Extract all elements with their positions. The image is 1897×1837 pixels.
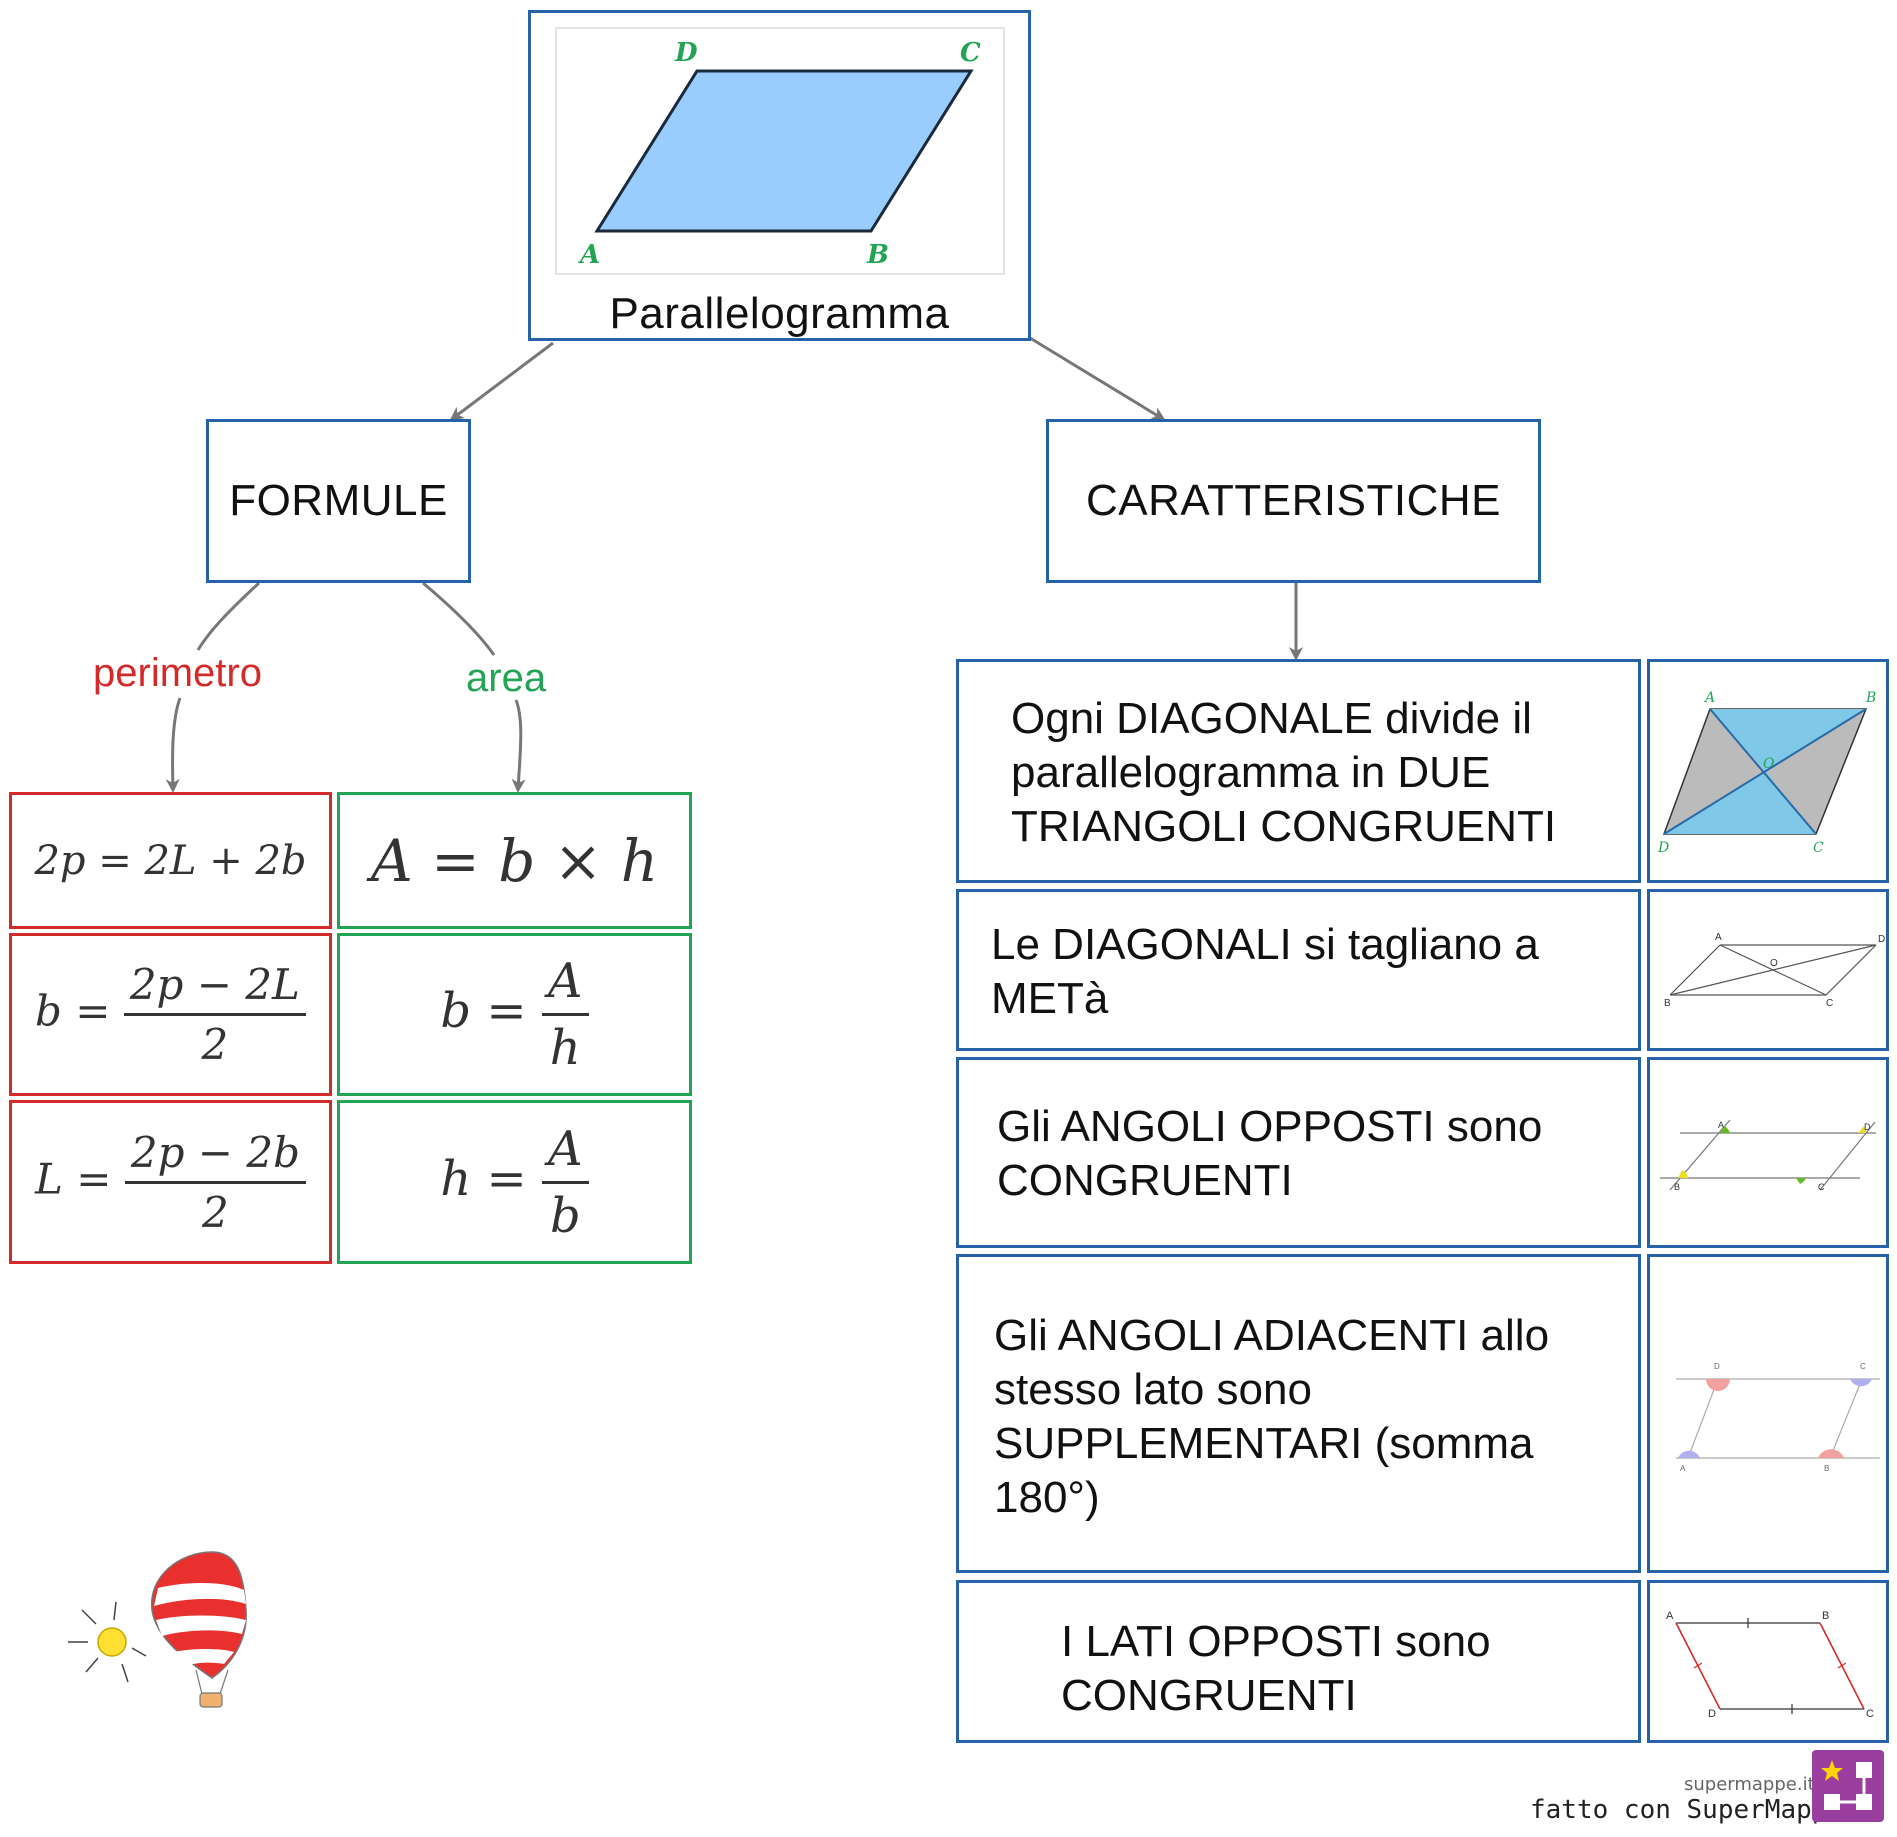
- svg-text:B: B: [1674, 1182, 1680, 1192]
- feature-figure-2: A D B C O: [1647, 889, 1889, 1051]
- svg-text:B: B: [1822, 1610, 1829, 1622]
- svg-text:O: O: [1763, 756, 1775, 772]
- svg-text:C: C: [1813, 840, 1824, 856]
- opposite-angles-figure: A D B C: [1660, 1119, 1876, 1192]
- svg-text:D: D: [1864, 1122, 1871, 1132]
- feature-item-5[interactable]: I LATI OPPOSTI sono CONGRUENTI: [956, 1580, 1641, 1743]
- feature-figure-1: A B C D O: [1647, 659, 1889, 883]
- svg-text:D: D: [1714, 1362, 1720, 1371]
- feature-4-line-1: Gli ANGOLI ADIACENTI allo: [994, 1311, 1550, 1360]
- feature-item-3[interactable]: Gli ANGOLI OPPOSTI sono CONGRUENTI: [956, 1057, 1641, 1248]
- perimetro-formula-1: 2p = 2L + 2b: [9, 792, 332, 929]
- feature-1-line-1: Ogni DIAGONALE divide il: [1011, 694, 1532, 743]
- svg-text:O: O: [1770, 958, 1778, 969]
- feature-figure-4: D C A B: [1647, 1254, 1889, 1573]
- formule-node[interactable]: FORMULE: [206, 419, 471, 583]
- svg-text:C: C: [1826, 998, 1833, 1009]
- adjacent-angles-figure: D C A B: [1676, 1362, 1880, 1473]
- svg-text:B: B: [1865, 690, 1876, 706]
- svg-text:C: C: [1818, 1182, 1825, 1192]
- supermappe-credit: fatto con SuperMappe: [1530, 1795, 1844, 1825]
- parallelogram-figure: D C A B: [555, 27, 1005, 275]
- line-formule-to-area-label: [422, 581, 496, 656]
- vertex-label-d: D: [674, 38, 698, 68]
- balloon-sun-decoration: [68, 1551, 247, 1708]
- svg-text:D: D: [1657, 840, 1669, 856]
- formula-2p: 2p = 2L + 2b: [34, 837, 307, 884]
- area-label: area: [466, 656, 547, 700]
- feature-2-line-1: Le DIAGONALI si tagliano a: [991, 920, 1539, 969]
- feature-4-line-2: stesso lato sono: [994, 1365, 1312, 1414]
- feature-1-line-3: TRIANGOLI CONGRUENTI: [1011, 802, 1557, 851]
- vertex-label-c: C: [960, 38, 981, 68]
- feature-5-line-1: I LATI OPPOSTI sono: [1061, 1617, 1491, 1666]
- arrow-root-to-caratteristiche: [1029, 336, 1166, 421]
- feature-3-line-2: CONGRUENTI: [997, 1156, 1293, 1205]
- svg-text:D: D: [1708, 1708, 1716, 1720]
- opposite-sides-figure: A B C D: [1666, 1610, 1874, 1720]
- arrow-perimetro-label-to-box: [165, 697, 182, 793]
- area-formula-1: A = b × h: [337, 792, 692, 929]
- feature-figure-5: A B C D: [1647, 1580, 1889, 1743]
- arrow-root-to-formule: [449, 341, 554, 421]
- feature-figure-3: A D B C: [1647, 1057, 1889, 1248]
- diagonals-triangles-figure: A B C D O: [1657, 690, 1876, 856]
- feature-4-line-3: SUPPLEMENTARI (somma: [994, 1419, 1534, 1468]
- root-node[interactable]: D C A B Parallelogramma: [528, 10, 1031, 341]
- feature-4-line-4: 180°): [994, 1473, 1100, 1522]
- feature-5-line-2: CONGRUENTI: [1061, 1671, 1357, 1720]
- feature-item-4[interactable]: Gli ANGOLI ADIACENTI allo stesso lato so…: [956, 1254, 1641, 1573]
- line-formule-to-perimetro-label: [196, 581, 261, 651]
- svg-text:A: A: [1703, 690, 1715, 706]
- svg-text:A: A: [1718, 1120, 1724, 1130]
- svg-text:B: B: [1664, 998, 1671, 1009]
- perimetro-label: perimetro: [93, 651, 262, 695]
- formule-title: FORMULE: [229, 476, 448, 525]
- svg-text:A: A: [1715, 932, 1722, 943]
- svg-text:C: C: [1866, 1708, 1874, 1720]
- arrow-area-label-to-box: [511, 699, 526, 793]
- svg-text:A: A: [1680, 1464, 1686, 1473]
- svg-text:A: A: [1666, 1610, 1674, 1622]
- svg-text:D: D: [1878, 934, 1885, 945]
- feature-item-1[interactable]: Ogni DIAGONALE divide il parallelogramma…: [956, 659, 1641, 883]
- supermappe-site: supermappe.it: [1684, 1774, 1815, 1795]
- hot-air-balloon-icon: [151, 1551, 247, 1708]
- vertex-label-a: A: [577, 240, 600, 270]
- supermappe-logo-icon: [1812, 1750, 1884, 1822]
- feature-item-2[interactable]: Le DIAGONALI si tagliano a METà: [956, 889, 1641, 1051]
- caratteristiche-title: CARATTERISTICHE: [1086, 476, 1501, 525]
- diagonals-bisect-figure: A D B C O: [1664, 932, 1885, 1009]
- sun-icon: [68, 1601, 147, 1683]
- formula-area: A = b × h: [370, 826, 659, 895]
- vertex-label-b: B: [866, 240, 889, 270]
- feature-2-line-2: METà: [991, 974, 1109, 1023]
- svg-text:B: B: [1824, 1464, 1829, 1473]
- svg-text:C: C: [1860, 1362, 1866, 1371]
- root-title: Parallelogramma: [609, 289, 950, 338]
- feature-1-line-2: parallelogramma in DUE: [1011, 748, 1491, 797]
- feature-3-line-1: Gli ANGOLI OPPOSTI sono: [997, 1102, 1543, 1151]
- caratteristiche-node[interactable]: CARATTERISTICHE: [1046, 419, 1541, 583]
